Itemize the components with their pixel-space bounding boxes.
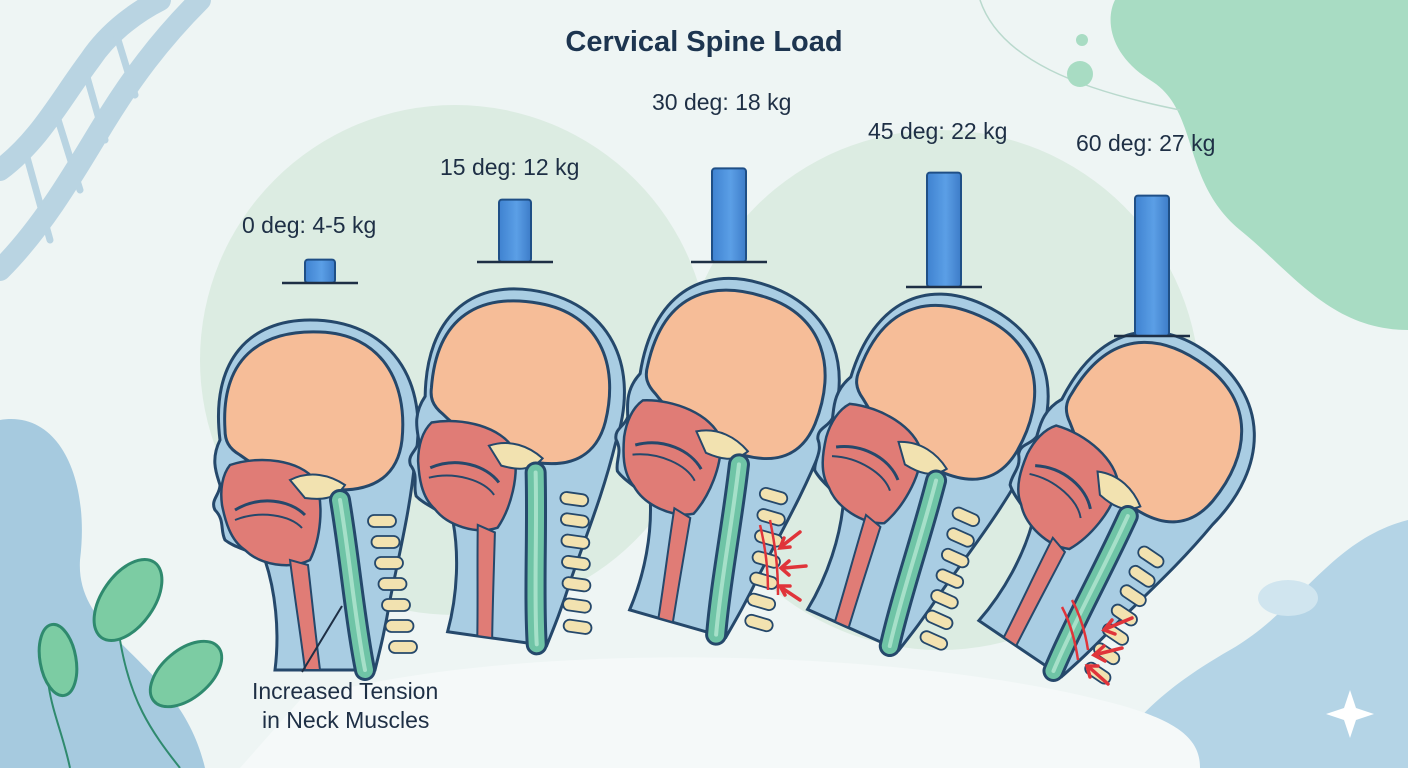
load-label-30deg: 30 deg: 18 kg [652,89,792,115]
sparkle-icon [1326,690,1374,738]
ground [240,657,1200,768]
page-title: Cervical Spine Load [565,26,843,58]
head-0deg [212,318,420,681]
load-bar-30deg [691,167,767,264]
annotation-line-2: in Neck Muscles [262,707,430,733]
annotation-leader [301,605,343,673]
head-15deg [408,287,626,656]
leaf-decor [37,557,224,768]
load-label-0deg: 0 deg: 4-5 kg [242,212,377,238]
load-label-60deg: 60 deg: 27 kg [1076,130,1216,156]
annotation-line-1: Increased Tension [252,678,439,704]
load-bar-15deg [477,198,553,264]
load-bar-0deg [282,258,358,285]
load-bars [282,167,1190,338]
head-30deg [614,276,841,646]
heads-group [212,276,1256,685]
head-60deg [976,330,1256,685]
dna-helix-icon [0,0,211,281]
blob-bottom-right [1110,520,1408,768]
strain-marker-30 [758,519,808,602]
load-label-45deg: 45 deg: 22 kg [868,118,1008,144]
head-45deg [805,292,1050,658]
load-bar-45deg [906,171,982,289]
strain-marker-60 [1060,599,1134,686]
load-label-15deg: 15 deg: 12 kg [440,154,580,180]
load-bar-60deg [1114,194,1190,338]
